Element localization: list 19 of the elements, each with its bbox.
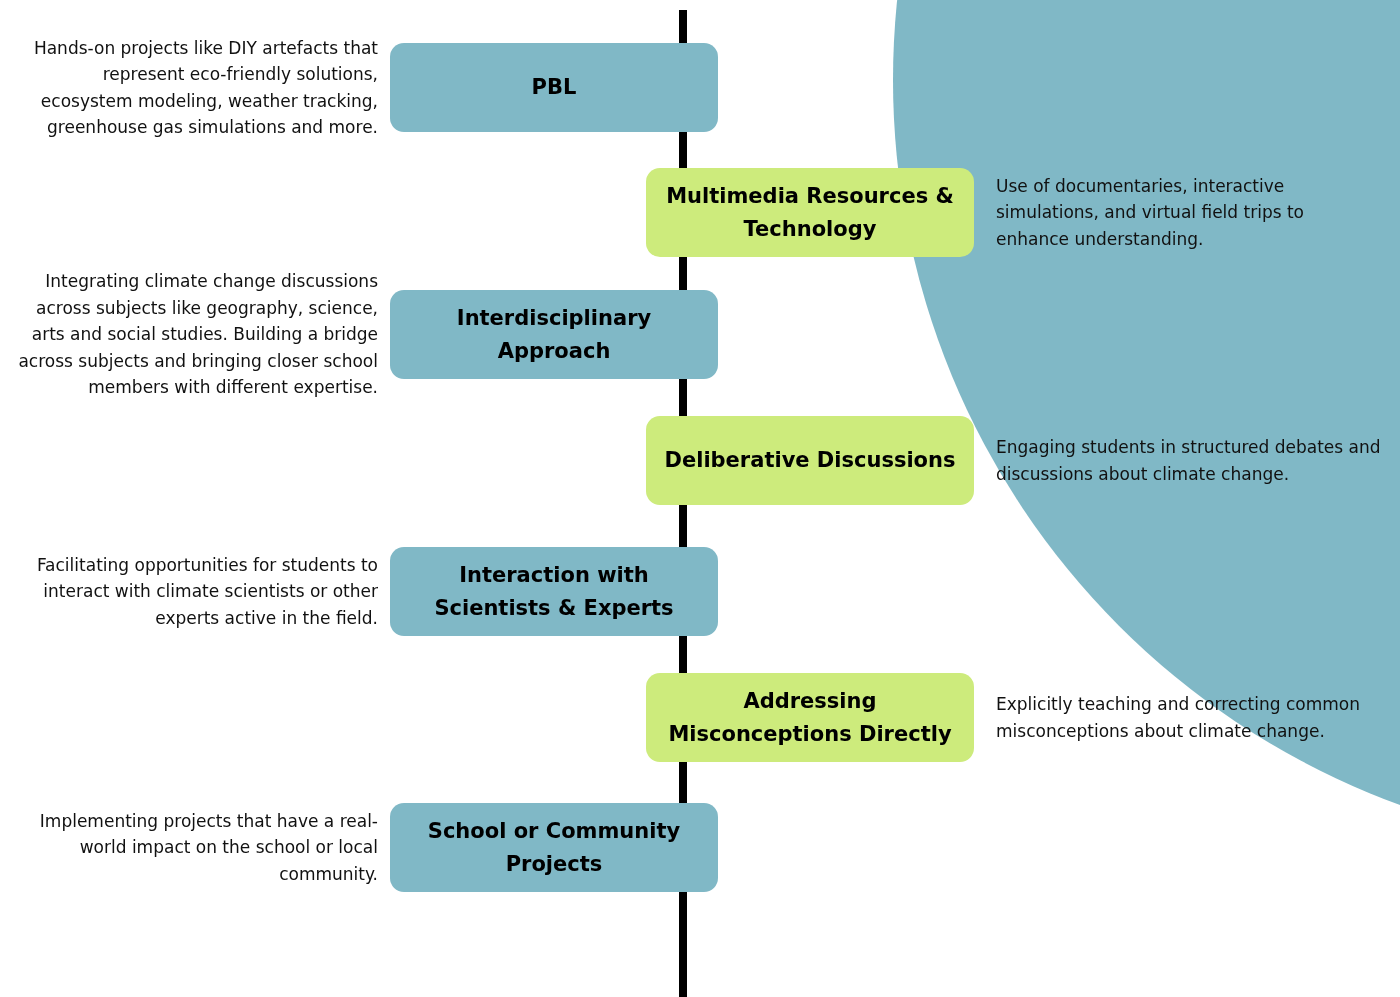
- description-text: Integrating climate change discussions across subjects like geography, science, arts and social studies. Building a bridge across subjects and bringing closer school members with different expertise.: [17, 270, 378, 399]
- step-title: Interaction with Scientists & Experts: [433, 561, 675, 622]
- description-text: Hands-on projects like DIY artefacts that represent eco-friendly solutions, ecosystem modeling, weather tracking, greenhouse gas simulations and more.: [32, 36, 378, 139]
- step-box: [646, 168, 974, 257]
- description-text: Implementing projects that have a real-world impact on the school or local community.: [38, 809, 378, 886]
- description-text: Use of documentaries, interactive simulations, and virtual field trips to enhance understanding.: [996, 174, 1305, 251]
- step-box: [390, 803, 718, 892]
- step-title: Multimedia Resources & Technology: [665, 182, 955, 243]
- step-box: [390, 547, 718, 636]
- step-title: Deliberative Discussions: [664, 447, 956, 474]
- step-box: [390, 290, 718, 379]
- step-title: School or Community Projects: [426, 817, 682, 878]
- step-title: Addressing Misconceptions Directly: [667, 687, 953, 748]
- description-text: Facilitating opportunities for students to interact with climate scientists or other experts active in the field.: [35, 553, 378, 630]
- step-title: Interdisciplinary Approach: [455, 304, 653, 365]
- step-title: PBL: [531, 74, 577, 101]
- step-box: [390, 43, 718, 132]
- step-box: [646, 416, 974, 505]
- step-box: [646, 673, 974, 762]
